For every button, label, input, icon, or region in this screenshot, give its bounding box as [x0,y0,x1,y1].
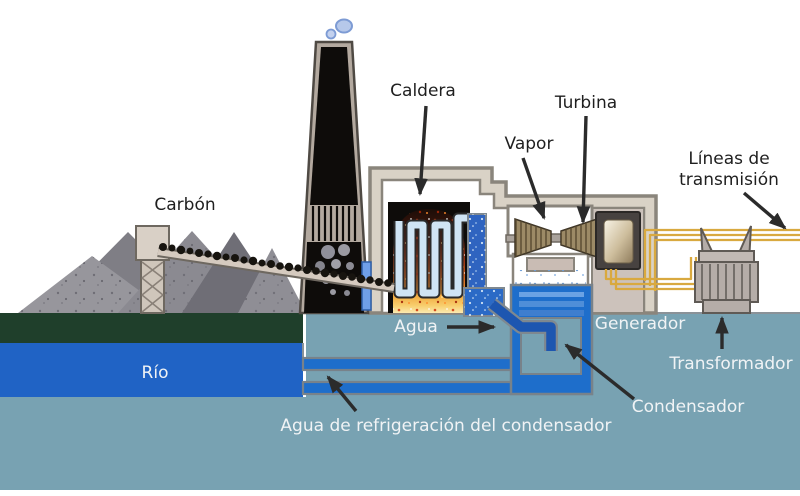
caldera-arrow [414,105,428,197]
condenser-slat-3 [519,310,584,316]
flue-smoke-puffs [315,244,354,296]
callout-arrows [326,105,787,413]
cooling-water-arrow [326,375,358,413]
label-caldera: Caldera [390,81,456,101]
dark-labels: Carbón Caldera Vapor Turbina Líneas de t… [154,81,779,215]
vapor-arrow [521,157,546,220]
label-condensador: Condensador [632,397,745,417]
label-transformador: Transformador [668,354,792,374]
river-water [0,343,303,397]
underground-water [0,397,306,490]
transformer [694,225,759,314]
generator [595,211,641,270]
steam-downcomer-bubbles [468,214,486,310]
lineas-arrow [742,191,787,230]
label-generador: Generador [595,314,685,334]
smoke-puff-large [335,18,353,34]
condenser-system [301,283,594,396]
steam-cloud [515,270,586,286]
label-lineas-line2: transmisión [679,170,779,190]
transformer-base [702,299,751,314]
coal-yard [18,225,306,314]
condenser-slat-2 [519,301,584,307]
conveyor-belt [157,249,395,291]
condenser-slat-1 [519,292,584,297]
label-turbina: Turbina [554,93,617,113]
boiler-water-tube [395,214,470,297]
turbine-rotor-left-blades [515,219,551,257]
steam-duct-baffle [526,257,575,272]
label-vapor: Vapor [505,134,554,154]
chimney-ribs [311,206,357,241]
turbine-rotor-right-blades [561,219,597,257]
coal-on-belt [159,243,392,287]
transmission-wire-3 [653,238,800,291]
label-carbon: Carbón [154,195,215,215]
label-agua: Agua [394,317,438,337]
generator-core [603,219,634,264]
label-agua-refrigeracion: Agua de refrigeración del condensador [280,416,611,436]
cooling-water-intake-pipe [301,356,522,372]
label-lineas-line1: Líneas de [688,149,769,169]
generator-wire-1 [604,257,693,281]
lattice-braces [141,261,164,313]
condensate-pipe [489,300,556,351]
condensador-arrow [564,343,636,401]
boiler [388,202,505,317]
turbina-arrow [576,115,591,225]
transformer-fins [701,264,751,300]
chimney-flue [310,47,358,205]
coal-pile-right-texture [238,248,306,313]
turbine-hall [505,204,601,289]
smoke-puff-small [325,28,337,40]
coal-conveyor [157,243,395,293]
label-rio: Río [142,363,169,383]
river-bank-green [0,313,303,343]
light-labels: Agua Generador Río Transformador Condens… [142,314,793,436]
